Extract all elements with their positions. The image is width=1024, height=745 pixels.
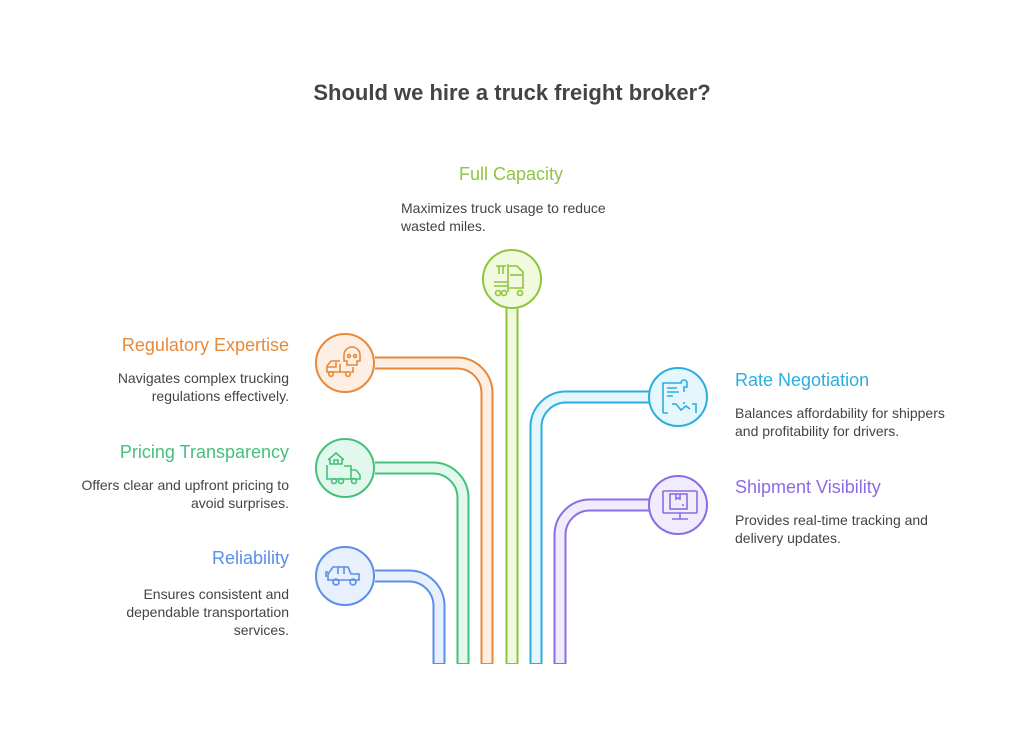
reliability-description: Ensures consistent and dependable transp… [126,585,289,639]
desc-line: avoid surprises. [190,495,289,511]
regulatory-expertise-title: Regulatory Expertise [121,335,289,355]
rate-negotiation-title: Rate Negotiation [735,370,870,390]
house-truck-icon [315,438,375,498]
truck-icon [482,249,542,309]
pricing-transparency-description: Offers clear and upfront pricing to avoi… [81,476,289,512]
desc-line: and profitability for drivers. [735,423,900,439]
desc-line: regulations effectively. [151,388,289,404]
skull-truck-icon [315,333,375,393]
desc-line: delivery updates. [735,530,841,546]
monitor-package-icon [648,475,708,535]
shipment-visibility-title: Shipment Visibility [735,477,881,497]
full-capacity-description: Maximizes truck usage to reduce wasted m… [401,199,606,235]
desc-line: Provides real-time tracking and [735,512,928,528]
desc-line: Maximizes truck usage to reduce [401,200,606,216]
rate-negotiation-description: Balances affordability for shippers and … [735,404,945,440]
desc-line: Balances affordability for shippers [735,405,945,421]
pipe-reliability [375,569,446,664]
reliability-title: Reliability [211,548,289,568]
pipe-pricing [375,461,470,664]
pipe-shipment [553,498,650,664]
pricing-transparency-title: Pricing Transparency [119,442,289,462]
desc-line: Navigates complex trucking [117,370,289,386]
full-capacity-title: Full Capacity [458,164,564,184]
desc-line: dependable transportation [126,604,289,620]
desc-line: services. [233,622,289,638]
contract-handshake-icon [648,367,708,427]
pipe-regulatory [375,356,494,664]
diagram-title: Should we hire a truck freight broker? [313,80,711,105]
desc-line: Offers clear and upfront pricing to [81,477,289,493]
desc-line: Ensures consistent and [143,586,289,602]
regulatory-expertise-description: Navigates complex trucking regulations e… [118,369,289,405]
pipe-rate [529,390,650,664]
shipment-visibility-description: Provides real-time tracking and delivery… [735,511,928,547]
jeep-icon [315,546,375,606]
desc-line: wasted miles. [401,218,486,234]
